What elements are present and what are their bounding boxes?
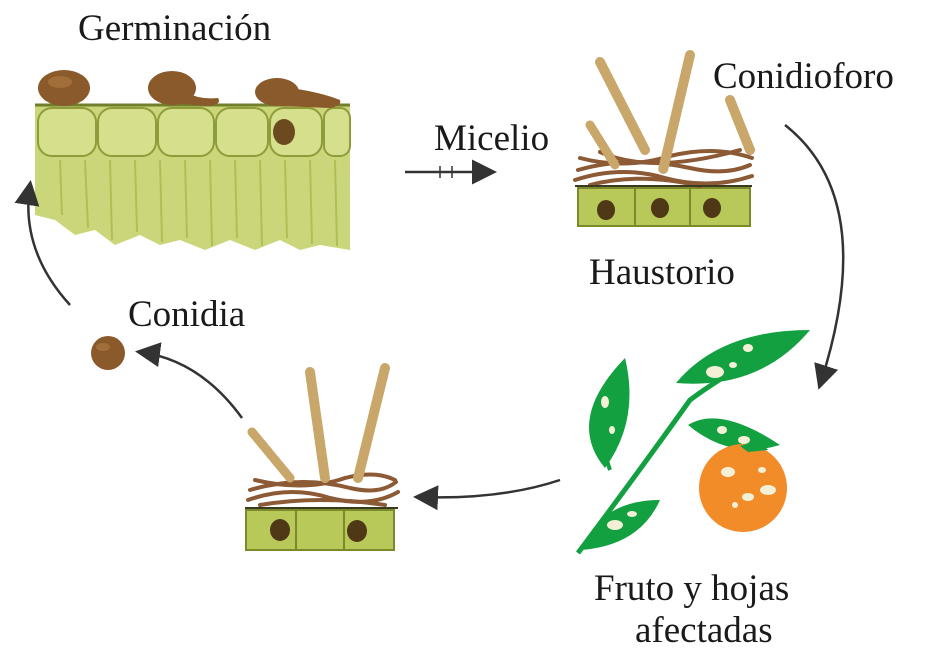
cycle-arrow-right [784,124,845,390]
haustorium-label: Haustorio [589,252,735,293]
germination-illustration [35,70,351,250]
sporulation-illustration [245,363,400,551]
conidia-label: Conidia [128,294,246,335]
affected-label-line2: afectadas [635,610,773,651]
conidium-illustration [91,336,125,370]
germination-label: Germinación [78,8,272,49]
conidiophore-label: Conidioforo [713,56,894,97]
conidiophore-illustration [573,50,755,227]
cycle-arrow-bottom [413,478,561,511]
mycelium-label: Micelio [434,118,550,159]
cycle-arrow-conidia [135,342,244,419]
cycle-arrow-left [14,180,71,306]
affected-label-line1: Fruto y hojas [594,568,790,609]
affected-fruit-leaves-illustration [575,330,810,555]
